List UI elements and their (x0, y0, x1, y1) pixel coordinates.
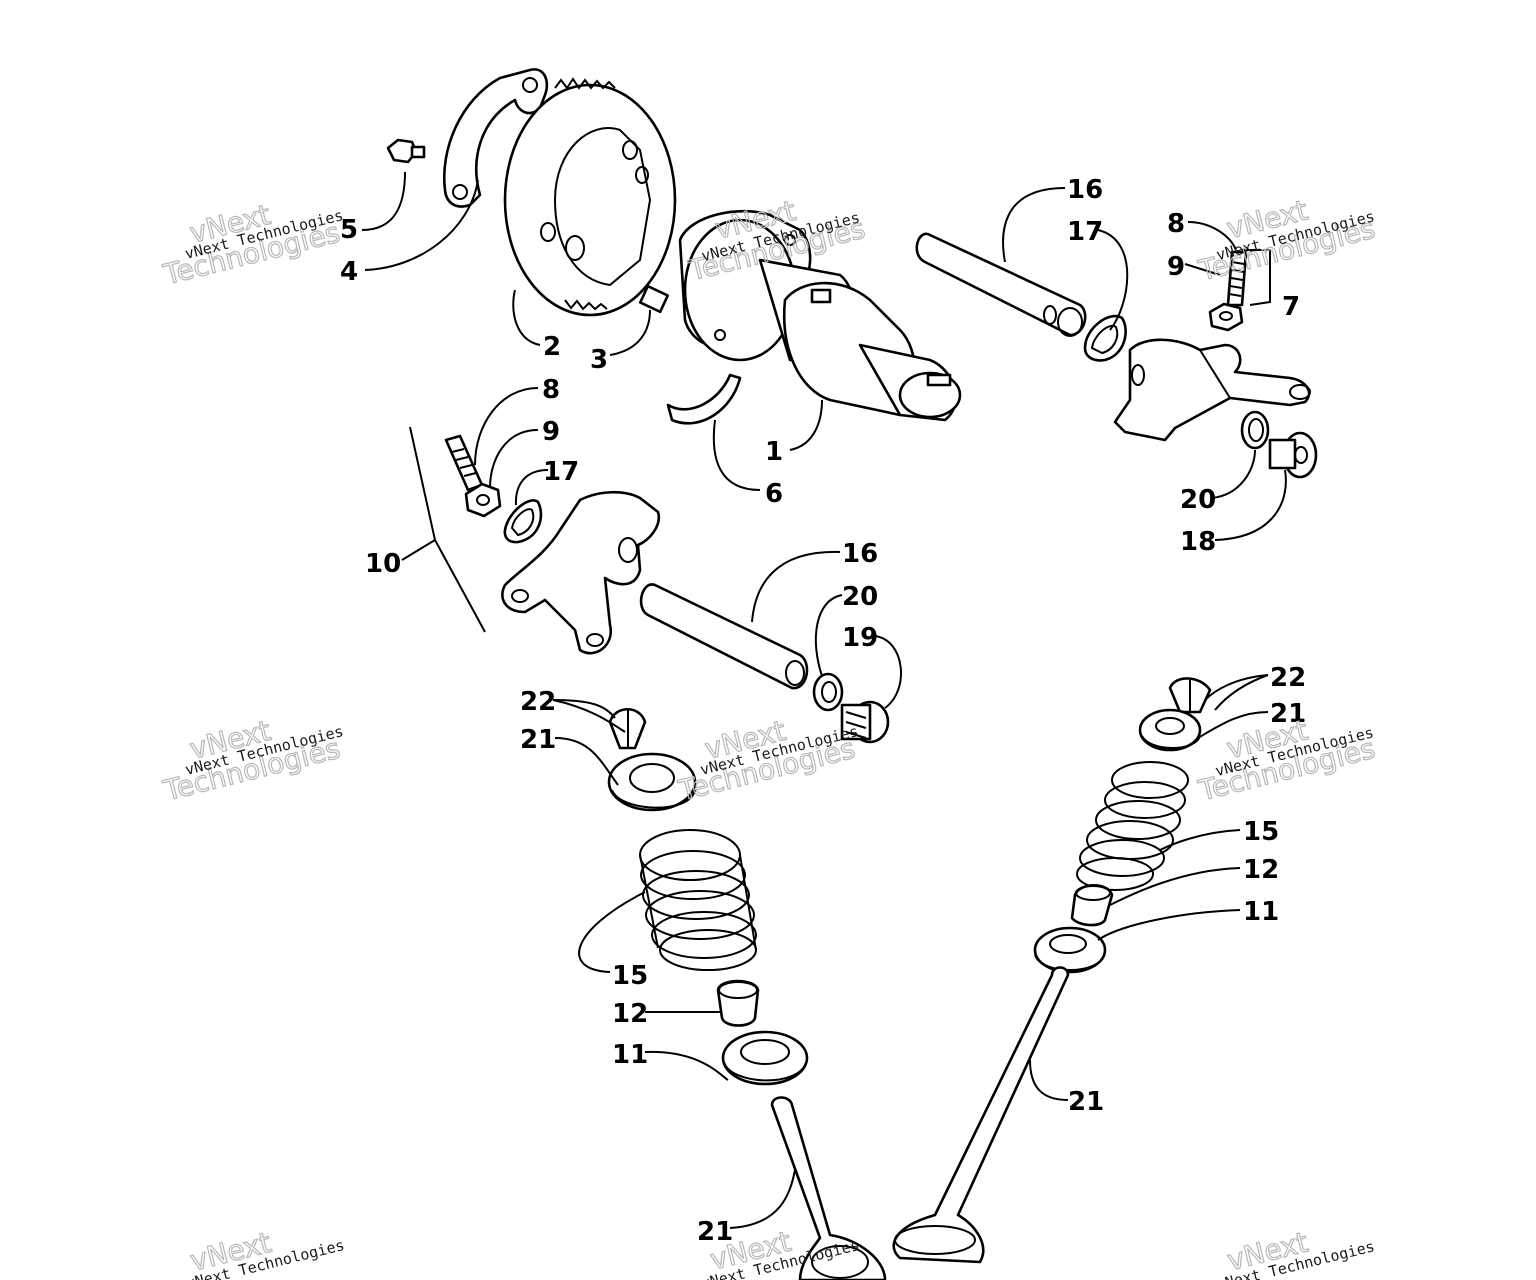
part-1-camshaft (678, 209, 962, 422)
callout-17-lower: 20 (842, 582, 878, 612)
part-5-bolt (386, 138, 426, 164)
part-11-spring-seat-right (1033, 926, 1107, 974)
callout-6: 6 (765, 479, 783, 509)
callout-22-right: 22 (1270, 663, 1306, 693)
watermark-bottom-right: vNext vNext Technologies (1214, 1225, 1376, 1280)
part-7-rocker-arm-upper (1113, 338, 1311, 442)
watermark-top-left: vNext Technologies vNext Technologies (159, 197, 345, 292)
callout-3: 3 (590, 345, 608, 375)
part-15-o-ring-lower (503, 499, 543, 544)
callout-9-lower: 9 (542, 417, 560, 447)
callout-1: 1 (765, 437, 783, 467)
part-19-intake-valve (770, 1096, 887, 1280)
callout-8-upper: 8 (1167, 209, 1185, 239)
callout-20-right: 15 (1243, 817, 1279, 847)
callout-7: 7 (1282, 292, 1300, 322)
part-21-retainer-left (607, 752, 697, 812)
callout-15-lower: 17 (543, 457, 579, 487)
callout-19: 21 (697, 1217, 733, 1247)
part-16-plug-bolt-upper (1268, 431, 1318, 479)
part-15-o-ring-upper (1083, 314, 1127, 362)
part-16-plug-bolt-lower (840, 700, 890, 744)
part-2-cam-sprocket (503, 77, 677, 317)
callout-15-upper: 17 (1067, 217, 1103, 247)
callout-11-right: 11 (1243, 897, 1279, 927)
callout-18: 21 (1068, 1087, 1104, 1117)
callout-13: 16 (1067, 175, 1103, 205)
watermark-top-right: vNext Technologies vNext Technologies (1194, 193, 1379, 288)
callout-5: 5 (340, 215, 358, 245)
callout-16-upper: 18 (1180, 527, 1216, 557)
leader-lines (361, 171, 1287, 1229)
callout-10: 10 (365, 549, 401, 579)
part-20-valve-spring-right (1076, 761, 1189, 891)
part-10-rocker-arm-lower (501, 490, 661, 655)
callout-12-left: 12 (612, 999, 648, 1029)
part-12-valve-seal-left (716, 979, 760, 1027)
part-18-exhaust-valve (892, 966, 1070, 1264)
part-12-valve-seal-right (1070, 883, 1114, 927)
callout-21-left: 21 (520, 725, 556, 755)
part-22-cotter-right (1168, 677, 1212, 714)
callout-12-right: 12 (1243, 855, 1279, 885)
part-21-retainer-right (1138, 708, 1202, 752)
callout-8-lower: 8 (542, 375, 560, 405)
callout-numbers: 5 4 2 3 1 6 16 17 8 9 7 20 18 8 9 17 10 … (340, 175, 1306, 1247)
callout-2: 2 (543, 332, 561, 362)
part-9-lock-nut-lower (464, 482, 502, 518)
part-17-washer-upper (1240, 410, 1270, 450)
part-13-rocker-shaft (915, 232, 1087, 337)
callout-17-upper: 20 (1180, 485, 1216, 515)
callout-4: 4 (340, 257, 358, 287)
watermark-bottom-left: vNext vNext Technologies (184, 1225, 346, 1280)
part-6-half-moon-seal (666, 373, 742, 425)
part-17-washer-lower (812, 672, 844, 712)
callout-11-left: 11 (612, 1040, 648, 1070)
part-20-valve-spring-left (639, 829, 757, 971)
watermark-mid-center: vNext Technologies vNext Technologies (674, 713, 860, 808)
callout-16-lower: 19 (842, 623, 878, 653)
callout-20-left: 15 (612, 961, 648, 991)
watermark-bottom-center: vNext vNext Technologies (699, 1224, 861, 1280)
part-9-lock-nut-upper (1208, 302, 1244, 332)
part-8-adjusting-screw-upper (1226, 250, 1248, 307)
callout-22-left: 22 (520, 687, 556, 717)
part-14-rocker-shaft-lower (639, 583, 809, 690)
watermark-mid-left: vNext Technologies vNext Technologies (159, 713, 345, 808)
callout-21-right: 21 (1270, 699, 1306, 729)
part-22-cotter-left (608, 707, 647, 750)
part-11-spring-seat-left (721, 1030, 809, 1086)
callout-14: 16 (842, 539, 878, 569)
part-3-dowel-pin (638, 284, 670, 314)
callout-9-upper: 9 (1167, 252, 1185, 282)
